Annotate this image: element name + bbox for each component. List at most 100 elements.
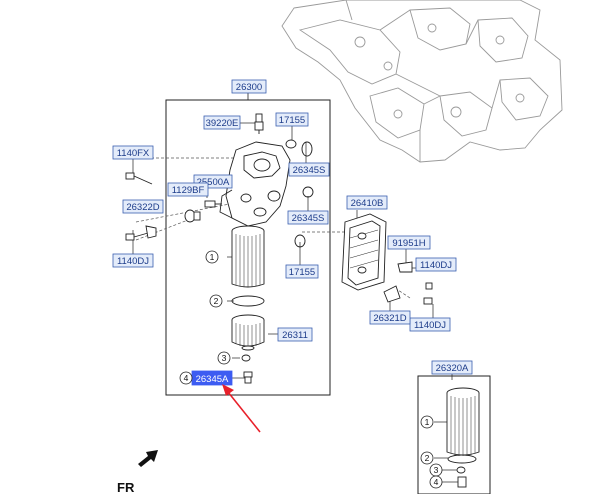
part-label-box: [112, 253, 154, 268]
part-label-91951h[interactable]: 91951H: [387, 235, 431, 250]
part-label-box: [277, 327, 313, 342]
part-label-26345s[interactable]: 26345S: [287, 210, 329, 225]
callout-number: 1: [425, 417, 430, 427]
direction-arrow-icon: [138, 450, 158, 467]
callout-k3[interactable]: 3: [429, 463, 443, 477]
oil-filter-housing-drawing: [219, 141, 291, 227]
part-label-box: [369, 310, 411, 325]
part-label-text: 26321D: [373, 313, 406, 324]
callout-circle: [179, 371, 193, 385]
part-label-text: 26322D: [126, 202, 159, 213]
part-label-box: [112, 145, 154, 160]
callout-circle: [209, 294, 223, 308]
callout-k2[interactable]: 2: [420, 451, 434, 465]
filter-cap-drawing: [231, 314, 265, 351]
callout-number: 3: [434, 465, 439, 475]
filter-element-drawing: [231, 225, 265, 288]
part-label-text: 26410B: [351, 198, 384, 209]
part-label-39220e[interactable]: 39220E: [203, 115, 241, 130]
part-label-26311[interactable]: 26311: [277, 327, 313, 342]
o-ring-large-drawing: [231, 295, 265, 307]
part-label-1140dj[interactable]: 1140DJ: [409, 317, 451, 332]
part-label-17155[interactable]: 17155: [285, 264, 319, 279]
part-label-box: [167, 182, 209, 197]
part-label-box: [346, 195, 388, 210]
callout-circle: [205, 250, 219, 264]
callout-c3[interactable]: 3: [217, 351, 231, 365]
part-label-26300[interactable]: 26300: [231, 79, 267, 94]
part-label-box: [203, 115, 241, 130]
part-label-box: [275, 112, 309, 127]
part-label-text: 17155: [289, 267, 315, 278]
callout-number: 1: [210, 252, 215, 262]
part-label-text: 26300: [236, 82, 262, 93]
part-label-text: 26320A: [436, 363, 469, 374]
service-kit-leaders: [434, 421, 458, 483]
part-label-box: [415, 257, 457, 272]
front-direction-label: FR: [117, 480, 135, 494]
part-label-text: 17155: [279, 115, 305, 126]
part-label-26322d[interactable]: 26322D: [122, 199, 164, 214]
o-ring-drawings: [285, 139, 314, 248]
part-label-text: 26345S: [293, 165, 326, 176]
part-label-box: [409, 317, 451, 332]
callout-c4[interactable]: 4: [179, 371, 193, 385]
callout-k4[interactable]: 4: [429, 475, 443, 489]
callout-number: 4: [184, 373, 189, 383]
callout-c1[interactable]: 1: [205, 250, 219, 264]
callout-c2[interactable]: 2: [209, 294, 223, 308]
service-kit-filter-drawing: [446, 387, 480, 488]
part-label-text: 26345S: [292, 213, 325, 224]
part-label-1140dj[interactable]: 1140DJ: [112, 253, 154, 268]
callout-number: 4: [434, 477, 439, 487]
leader-lines: [132, 122, 453, 380]
cooler-bracket-drawing: [383, 261, 433, 305]
callout-k1[interactable]: 1: [420, 415, 434, 429]
part-label-26345a[interactable]: 26345A: [191, 370, 233, 386]
part-label-1140dj[interactable]: 1140DJ: [415, 257, 457, 272]
drain-plug-drawing: [243, 371, 253, 384]
part-label-box: [431, 360, 473, 375]
part-label-26320a[interactable]: 26320A: [431, 360, 473, 375]
part-label-text: 1140DJ: [414, 320, 446, 331]
part-label-box: [287, 210, 329, 225]
part-label-text: 25500A: [197, 177, 230, 188]
part-label-box: [288, 162, 330, 177]
part-label-26321d[interactable]: 26321D: [369, 310, 411, 325]
part-label-text: 1140DJ: [420, 260, 452, 271]
part-label-group: 26300 39220E 17155 1140FX 26345S 25500A1129BF…: [112, 79, 473, 386]
callout-circle: [420, 451, 434, 465]
plug-and-bolt-drawings: [125, 172, 222, 241]
callout-number: 2: [214, 296, 219, 306]
part-label-text: 1140DJ: [117, 256, 149, 267]
part-label-box: [285, 264, 319, 279]
part-label-26410b[interactable]: 26410B: [346, 195, 388, 210]
oil-cooler-drawing: [341, 213, 387, 291]
part-label-box: [387, 235, 431, 250]
part-label-text: 91951H: [392, 238, 425, 249]
callout-circle: [429, 475, 443, 489]
part-label-box: [122, 199, 164, 214]
part-label-text: 1140FX: [117, 148, 150, 159]
part-label-box: [231, 79, 267, 94]
part-label-26345s[interactable]: 26345S: [288, 162, 330, 177]
callout-circle: [217, 351, 231, 365]
highlight-pointer-arrow: [222, 384, 261, 433]
callout-circle: [420, 415, 434, 429]
callout-number: 3: [222, 353, 227, 363]
engine-block-drawing: [281, 0, 563, 163]
part-label-text: 26311: [282, 330, 308, 341]
oil-pressure-sensor-drawing: [254, 113, 264, 134]
part-label-text: 26345A: [196, 374, 229, 385]
part-label-1140fx[interactable]: 1140FX: [112, 145, 154, 160]
part-label-text: 1129BF: [172, 185, 205, 196]
front-direction-marker: FR: [117, 450, 158, 495]
part-label-text: 39220E: [206, 118, 239, 129]
callout-number: 2: [425, 453, 430, 463]
part-label-1129bf[interactable]: 1129BF: [167, 182, 209, 197]
part-label-17155[interactable]: 17155: [275, 112, 309, 127]
o-ring-small-drawing: [241, 354, 251, 362]
